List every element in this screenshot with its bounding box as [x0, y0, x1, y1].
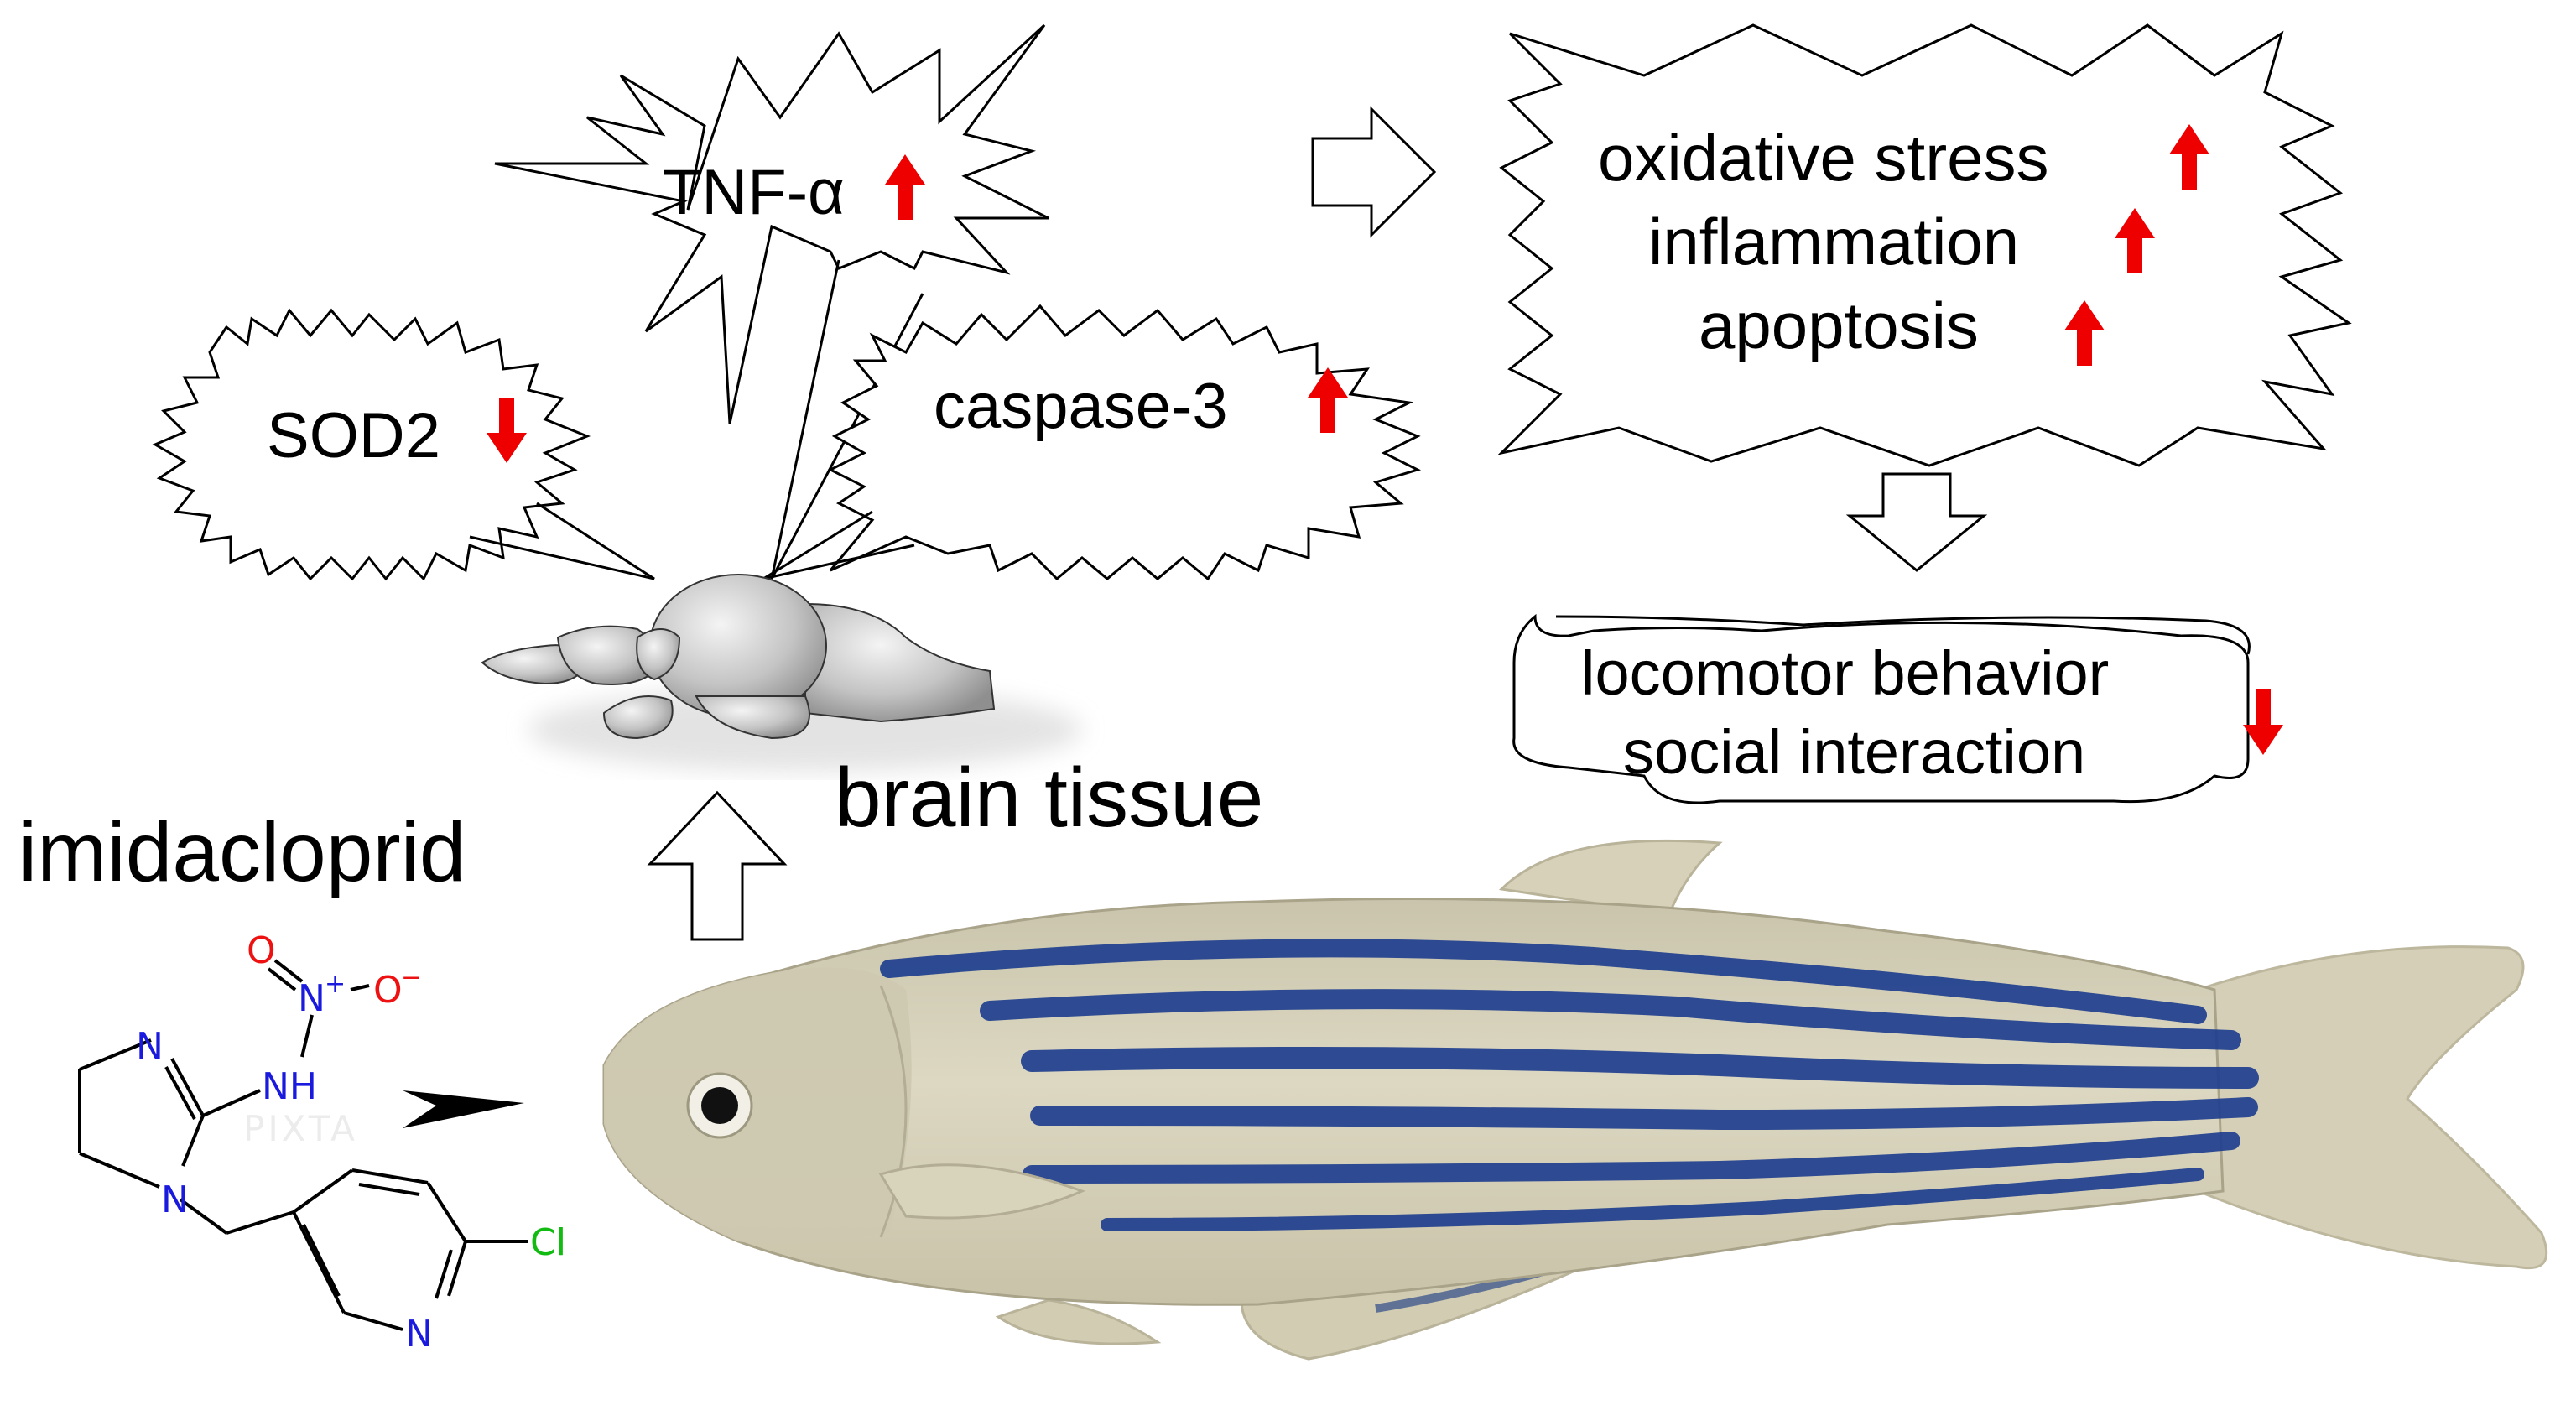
compound-name: imidacloprid — [18, 805, 466, 899]
behavior-label-social: social interaction — [1623, 717, 2085, 787]
pointer-arrowhead-icon — [403, 1090, 524, 1128]
behavior-cloud-shape — [1512, 613, 2250, 804]
atom-o-top: O — [247, 929, 276, 972]
caspase-burst: caspase-3 — [762, 304, 1422, 581]
atom-minus: − — [401, 963, 422, 992]
hollow-arrow-down-icon — [1845, 472, 1988, 572]
atom-n-one: N — [161, 1179, 189, 1221]
burst-shape-icon — [494, 23, 1049, 424]
effect-label-oxidative: oxidative stress — [1598, 121, 2049, 195]
zebrafish-illustration — [602, 839, 2548, 1361]
atom-n-pyridine: N — [405, 1313, 433, 1356]
atom-n-ring: N — [136, 1025, 164, 1068]
behavior-box: locomotor behavior social interaction — [1512, 613, 2283, 804]
burst-shape-icon — [1497, 23, 2352, 467]
burst-shape-icon — [827, 304, 1422, 581]
atom-nh: NH — [262, 1065, 317, 1108]
tnf-label: TNF-α — [663, 157, 845, 228]
sod2-label: SOD2 — [267, 400, 440, 471]
burst-shape-icon — [152, 308, 591, 581]
effect-label-inflammation: inflammation — [1648, 205, 2019, 278]
atom-n-plus: N — [298, 977, 325, 1020]
behavior-label-locomotor: locomotor behavior — [1581, 638, 2109, 708]
atom-cl: Cl — [530, 1221, 566, 1264]
hollow-arrow-up-icon — [647, 790, 788, 941]
caspase-label: caspase-3 — [934, 371, 1228, 442]
sod2-burst: SOD2 — [152, 308, 655, 581]
brain-tissue-label: brain tissue — [835, 751, 1263, 845]
effects-burst: oxidative stress inflammation apoptosis — [1497, 23, 2352, 467]
hollow-arrow-right-icon — [1311, 106, 1437, 238]
brain-illustration — [481, 574, 1082, 772]
behavior-cloud-shape — [1555, 615, 2251, 655]
atom-plus: + — [325, 970, 346, 999]
molecule-structure: PIXTA — [78, 929, 566, 1356]
atom-o-minus: O — [373, 969, 403, 1012]
effect-label-apoptosis: apoptosis — [1699, 289, 1979, 362]
sod2-connector — [469, 502, 655, 580]
molecule-watermark: PIXTA — [243, 1108, 358, 1149]
